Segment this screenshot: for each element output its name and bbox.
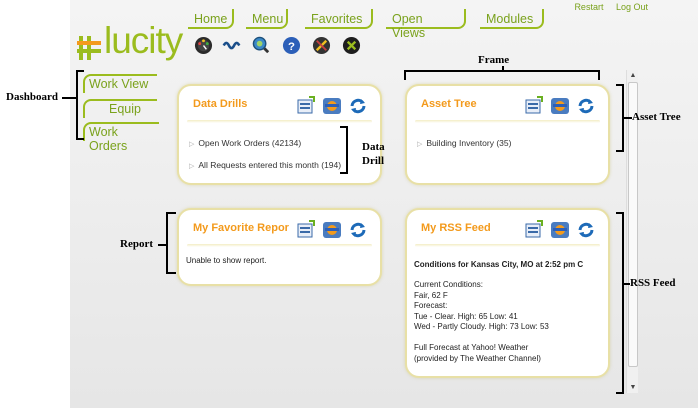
- annotation-bracket-data-drill: [340, 126, 348, 174]
- annotation-data-drill: Drill: [362, 155, 384, 167]
- asset-tree-panel: Asset Tree ▷Building Inventory (35): [405, 84, 610, 185]
- annotation-frame: Frame: [478, 54, 510, 66]
- dashboard-gauge-icon[interactable]: [194, 36, 213, 55]
- annotation-bracket-rss-feed: [616, 212, 624, 394]
- list-item[interactable]: ▷All Requests entered this month (194): [189, 160, 342, 170]
- separator: [187, 120, 372, 123]
- annotation-connector: [624, 117, 632, 119]
- annotation-bracket-dashboard: [76, 70, 84, 140]
- list-item-label: Open Work Orders (42134): [198, 138, 302, 148]
- annotation-asset-tree: Asset Tree: [632, 111, 681, 123]
- rss-line: Current Conditions:: [414, 280, 483, 289]
- dashboard-tab-work-orders[interactable]: Work Orders: [83, 122, 159, 153]
- nav-tab-menu[interactable]: Menu: [246, 9, 288, 29]
- logo-mark-icon: [77, 36, 101, 60]
- dashboard-tab-equip[interactable]: Equip: [83, 99, 157, 118]
- top-links: Restart Log Out: [564, 2, 648, 12]
- rss-line: (provided by The Weather Channel): [414, 353, 541, 363]
- refresh-icon[interactable]: [348, 96, 368, 116]
- rss-line[interactable]: Full Forecast at Yahoo! Weather: [414, 343, 529, 352]
- map-search-icon[interactable]: [252, 36, 271, 55]
- nav-tab-open-views[interactable]: Open Views: [386, 9, 466, 40]
- logout-link[interactable]: Log Out: [615, 2, 648, 12]
- restart-link[interactable]: Restart: [574, 2, 604, 12]
- panel-title: My Favorite Repor: [193, 222, 289, 234]
- annotation-connector: [624, 283, 630, 285]
- favorite-report-panel: My Favorite Repor Unable to show report.: [177, 208, 382, 286]
- list-item[interactable]: ▷Building Inventory (35): [417, 138, 512, 148]
- edit-document-icon[interactable]: [524, 220, 544, 240]
- annotation-rss-feed: RSS Feed: [630, 277, 676, 289]
- customize-icon[interactable]: [550, 96, 570, 116]
- svg-text:?: ?: [288, 41, 295, 53]
- rss-line: Tue - Clear. High: 65 Low: 41: [414, 311, 518, 321]
- annotation-connector: [158, 244, 168, 246]
- rss-line: Forecast:: [414, 301, 448, 310]
- help-icon[interactable]: ?: [282, 36, 301, 55]
- annotation-connector: [502, 66, 504, 72]
- annotation-bracket-report: [166, 212, 176, 274]
- nav-tab-home[interactable]: Home: [188, 9, 234, 29]
- list-item-label: Building Inventory (35): [426, 138, 512, 148]
- customize-icon[interactable]: [322, 96, 342, 116]
- list-item[interactable]: ▷Open Work Orders (42134): [189, 138, 302, 148]
- panel-icons: [296, 220, 370, 242]
- customize-icon[interactable]: [550, 220, 570, 240]
- scroll-thumb[interactable]: [628, 82, 638, 367]
- nav-tab-modules[interactable]: Modules: [480, 9, 544, 29]
- panel-title: My RSS Feed: [421, 222, 491, 234]
- edit-document-icon[interactable]: [296, 220, 316, 240]
- refresh-icon[interactable]: [576, 96, 596, 116]
- annotation-dashboard: Dashboard: [6, 91, 58, 103]
- link-icon[interactable]: [222, 36, 241, 55]
- separator: [415, 244, 600, 247]
- panel-icons: [524, 96, 598, 118]
- annotation-bracket-asset-tree: [616, 84, 624, 152]
- annotation-data-drill: Data: [362, 141, 385, 153]
- rss-line: Wed - Partly Cloudy. High: 73 Low: 53: [414, 322, 549, 331]
- vertical-scrollbar[interactable]: ▲ ▼: [626, 70, 638, 393]
- panel-icons: [296, 96, 370, 118]
- scroll-down-icon[interactable]: ▼: [629, 384, 637, 391]
- data-drills-panel: Data Drills ▷Open Work Orders (42134) ▷A…: [177, 84, 382, 185]
- edit-document-icon[interactable]: [524, 96, 544, 116]
- rss-feed-panel: My RSS Feed Conditions for Kansas City, …: [405, 208, 610, 378]
- rss-line: Fair, 62 F: [414, 290, 448, 300]
- annotation-report: Report: [120, 238, 153, 250]
- edit-document-icon[interactable]: [296, 96, 316, 116]
- rss-heading[interactable]: Conditions for Kansas City, MO at 2:52 p…: [414, 260, 584, 269]
- separator: [187, 244, 372, 247]
- annotation-connector: [62, 97, 76, 99]
- tools-icon[interactable]: [312, 36, 331, 55]
- refresh-icon[interactable]: [348, 220, 368, 240]
- logo-wordmark: lucity: [104, 20, 183, 61]
- list-item-label: All Requests entered this month (194): [198, 160, 342, 170]
- panel-title: Data Drills: [193, 98, 248, 110]
- scroll-up-icon[interactable]: ▲: [629, 72, 637, 79]
- lucity-logo: lucity: [77, 12, 187, 67]
- close-circle-icon[interactable]: [342, 36, 361, 55]
- panel-icons: [524, 220, 598, 242]
- separator: [415, 120, 600, 123]
- dashboard-tab-work-view[interactable]: Work View: [83, 74, 157, 93]
- nav-tab-favorites[interactable]: Favorites: [305, 9, 373, 29]
- refresh-icon[interactable]: [576, 220, 596, 240]
- customize-icon[interactable]: [322, 220, 342, 240]
- panel-title: Asset Tree: [421, 98, 477, 110]
- report-message: Unable to show report.: [186, 256, 267, 265]
